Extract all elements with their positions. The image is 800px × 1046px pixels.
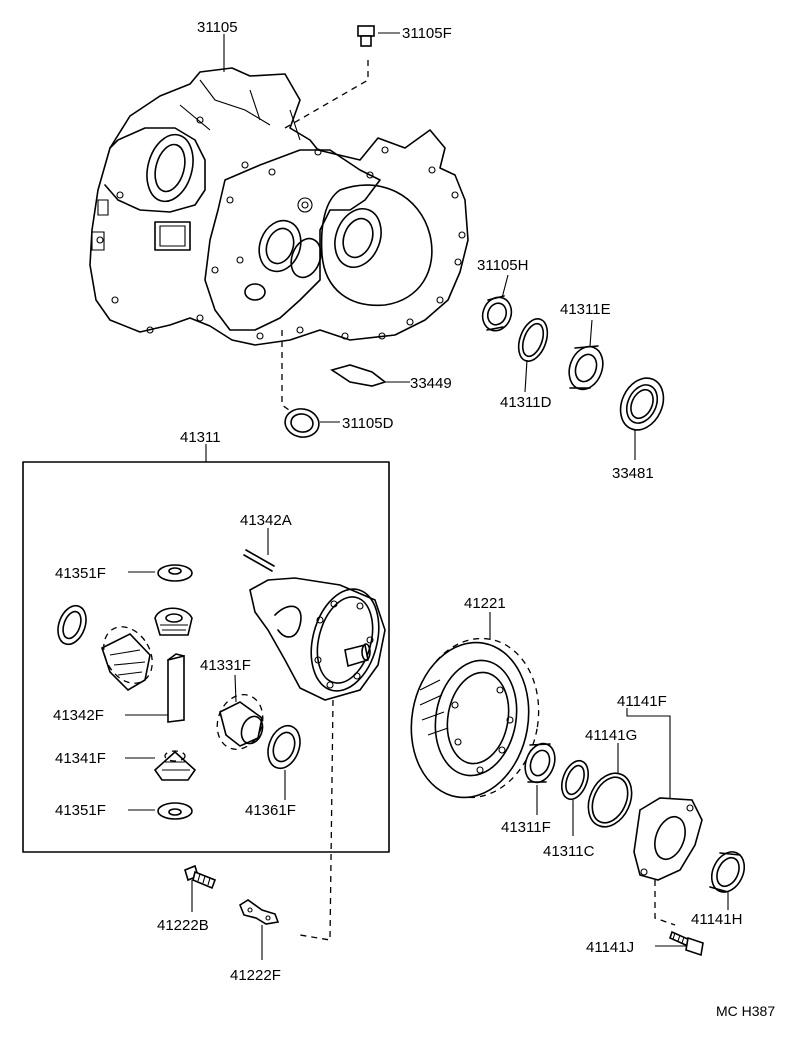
label-33449: 33449 <box>410 375 452 392</box>
label-41351f-top: 41351F <box>55 565 106 582</box>
bearing-retainer-41141f <box>626 708 703 881</box>
label-31105f: 31105F <box>402 25 452 42</box>
differential-case <box>249 577 386 701</box>
washer-left <box>57 604 87 646</box>
washer-41351f-top <box>128 564 193 582</box>
pinion-gear-bottom <box>125 750 197 781</box>
shim-41311c <box>561 759 589 836</box>
o-ring-41141g <box>587 743 633 828</box>
label-41361f: 41361F <box>245 802 296 819</box>
label-41222b: 41222B <box>157 917 209 934</box>
oil-seal-33481 <box>619 377 665 460</box>
label-41141j: 41141J <box>586 939 634 956</box>
washer-41351f-bottom <box>128 802 193 820</box>
pinion-shaft <box>125 653 185 723</box>
label-33481: 33481 <box>612 465 654 482</box>
label-41331f: 41331F <box>200 657 251 674</box>
label-41222f: 41222F <box>230 967 281 984</box>
label-41311f: 41311F <box>501 819 551 836</box>
label-41311d: 41311D <box>500 394 552 411</box>
oil-seal-31105d <box>284 408 340 438</box>
label-41311: 41311 <box>180 429 221 446</box>
side-gear-41331f <box>216 674 264 751</box>
bolt-41222b <box>184 864 217 912</box>
washer-41361f <box>267 724 301 800</box>
oil-seal-31105h <box>481 274 513 332</box>
bearing-41311f <box>524 742 556 815</box>
shim-41311d <box>517 318 549 393</box>
label-31105d: 31105D <box>342 415 394 432</box>
drain-plug <box>357 25 400 47</box>
bearing-41311e <box>568 319 604 391</box>
label-41141g: 41141G <box>585 727 637 744</box>
label-31105: 31105 <box>197 19 238 36</box>
label-41341f: 41341F <box>55 750 106 767</box>
oil-seal-41141h <box>709 851 746 910</box>
differential-kit-box <box>22 444 390 853</box>
pin-41342a <box>243 528 275 572</box>
label-41351f-bottom: 41351F <box>55 802 106 819</box>
label-41311e: 41311E <box>560 301 611 318</box>
label-41342f: 41342F <box>53 707 104 724</box>
transaxle-housing <box>89 67 469 346</box>
label-41311c: 41311C <box>543 843 595 860</box>
bolt-41141j <box>654 880 704 957</box>
side-gear <box>101 626 153 692</box>
pinion-gear-top <box>154 607 193 636</box>
lock-plate-33449 <box>330 364 410 387</box>
ring-gear-41221 <box>410 612 540 799</box>
diagram-code: MC H387 <box>716 1003 775 1019</box>
label-41141h: 41141H <box>691 911 742 928</box>
label-41221: 41221 <box>464 595 506 612</box>
lock-plate-41222f <box>239 899 280 960</box>
label-31105h: 31105H <box>477 257 528 274</box>
label-41141f: 41141F <box>617 693 667 710</box>
part-labels: 31105 31105F 31105H 41311E 33449 41311D … <box>53 19 775 1019</box>
label-41342a: 41342A <box>240 512 292 529</box>
